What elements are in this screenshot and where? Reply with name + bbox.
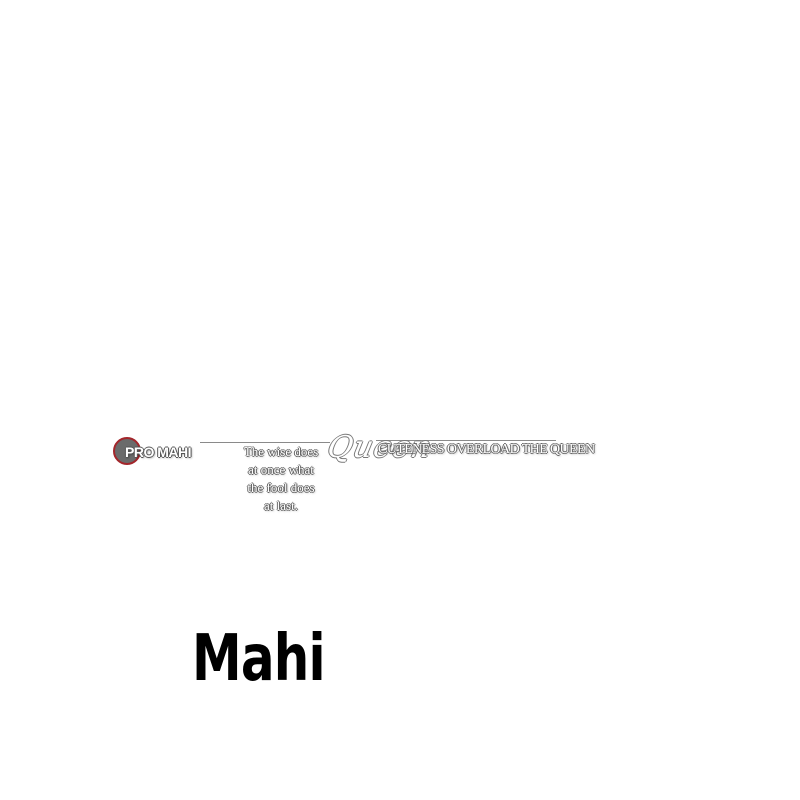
logo-circle-icon xyxy=(113,437,141,465)
quote-text: The wise does at once what the fool does… xyxy=(236,443,326,515)
logo-text: PRO MAHI xyxy=(125,444,192,460)
quote-line: at last. xyxy=(264,498,298,513)
tagline-text: CUTENESS OVERLOAD THE QUEEN xyxy=(378,442,595,457)
divider-line xyxy=(200,442,330,443)
divider-line xyxy=(376,440,556,441)
quote-line: the fool does xyxy=(247,480,315,495)
quote-line: The wise does xyxy=(243,444,319,459)
quote-line: at once what xyxy=(248,462,314,477)
name-heading: Mahi xyxy=(192,622,326,696)
pro-mahi-logo: PRO MAHI xyxy=(113,437,223,469)
